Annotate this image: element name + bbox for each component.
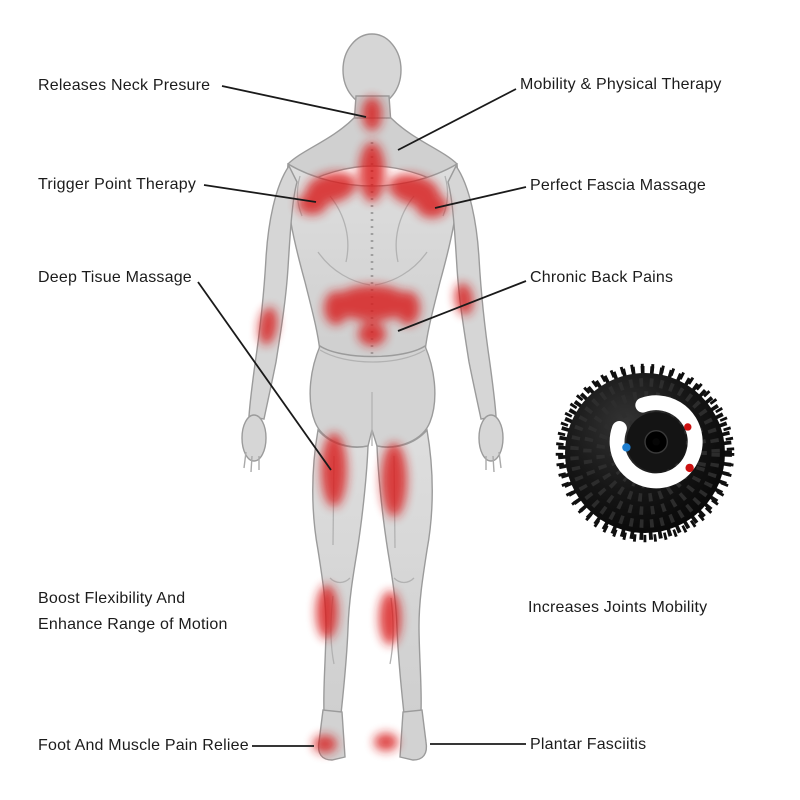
label-trigger-point-therapy: Trigger Point Therapy bbox=[38, 176, 197, 193]
ball-dot-blue bbox=[622, 443, 631, 452]
body-left-fingers bbox=[243, 451, 260, 473]
leader-line-mobility bbox=[397, 88, 517, 151]
highlight-left-hamstring bbox=[321, 433, 347, 507]
highlight-left-shoulder bbox=[297, 193, 327, 215]
body-right-hand bbox=[478, 414, 504, 462]
label-boost-flexibility-line2: Enhance Range of Motion bbox=[38, 616, 228, 633]
highlight-right-shoulder bbox=[416, 194, 448, 218]
ball-dot-red-bottom bbox=[685, 463, 694, 473]
pain-highlights bbox=[258, 97, 474, 753]
highlight-left-waist bbox=[324, 291, 348, 325]
highlight-right-calf bbox=[379, 591, 401, 645]
label-foot-muscle-pain-relief: Foot And Muscle Pain Reliee bbox=[38, 737, 249, 754]
label-mobility-physical-therapy: Mobility & Physical Therapy bbox=[520, 76, 722, 93]
highlight-right-hamstring bbox=[381, 443, 407, 517]
label-boost-flexibility-line1: Boost Flexibility And bbox=[38, 590, 186, 607]
body-left-arm bbox=[248, 164, 298, 420]
massage-ball-image bbox=[555, 363, 735, 543]
label-increases-joints-mobility: Increases Joints Mobility bbox=[528, 599, 708, 616]
leader-line-fascia bbox=[434, 186, 527, 209]
label-releases-neck-pressure: Releases Neck Presure bbox=[38, 77, 211, 94]
highlight-left-heel bbox=[313, 735, 337, 753]
body-figure-illustration bbox=[241, 33, 504, 761]
label-plantar-fasciitis: Plantar Fasciitis bbox=[530, 736, 647, 753]
highlight-mid-back bbox=[334, 285, 410, 321]
body-left-hand bbox=[241, 414, 267, 462]
leader-lines bbox=[197, 85, 527, 747]
leader-line-neck bbox=[221, 85, 367, 118]
body-head bbox=[342, 33, 402, 107]
body-right-fingers bbox=[485, 451, 502, 473]
label-chronic-back-pains: Chronic Back Pains bbox=[530, 269, 674, 286]
leader-line-chronic bbox=[397, 280, 527, 332]
ball-center-knob-dot bbox=[652, 438, 660, 446]
leader-line-trigger bbox=[203, 184, 317, 203]
highlight-left-forearm bbox=[258, 307, 278, 345]
body-right-foot bbox=[399, 709, 428, 761]
highlight-neck bbox=[362, 97, 382, 131]
label-perfect-fascia-massage: Perfect Fascia Massage bbox=[530, 177, 707, 194]
body-left-leg bbox=[312, 428, 369, 715]
highlight-upper-spine bbox=[359, 142, 385, 202]
label-deep-tissue-massage: Deep Tisue Massage bbox=[38, 269, 192, 286]
highlight-right-heel bbox=[374, 733, 398, 751]
ball-spike-edge bbox=[558, 366, 732, 540]
highlight-left-calf bbox=[316, 585, 338, 639]
highlight-sacrum bbox=[358, 322, 386, 346]
highlight-right-waist bbox=[396, 291, 420, 325]
ball-white-ring bbox=[609, 395, 703, 489]
label-boost-flexibility: Boost Flexibility And Enhance Range of M… bbox=[38, 586, 228, 638]
ball-dot-red-top bbox=[684, 423, 692, 431]
leader-line-deep-tissue bbox=[197, 281, 332, 471]
